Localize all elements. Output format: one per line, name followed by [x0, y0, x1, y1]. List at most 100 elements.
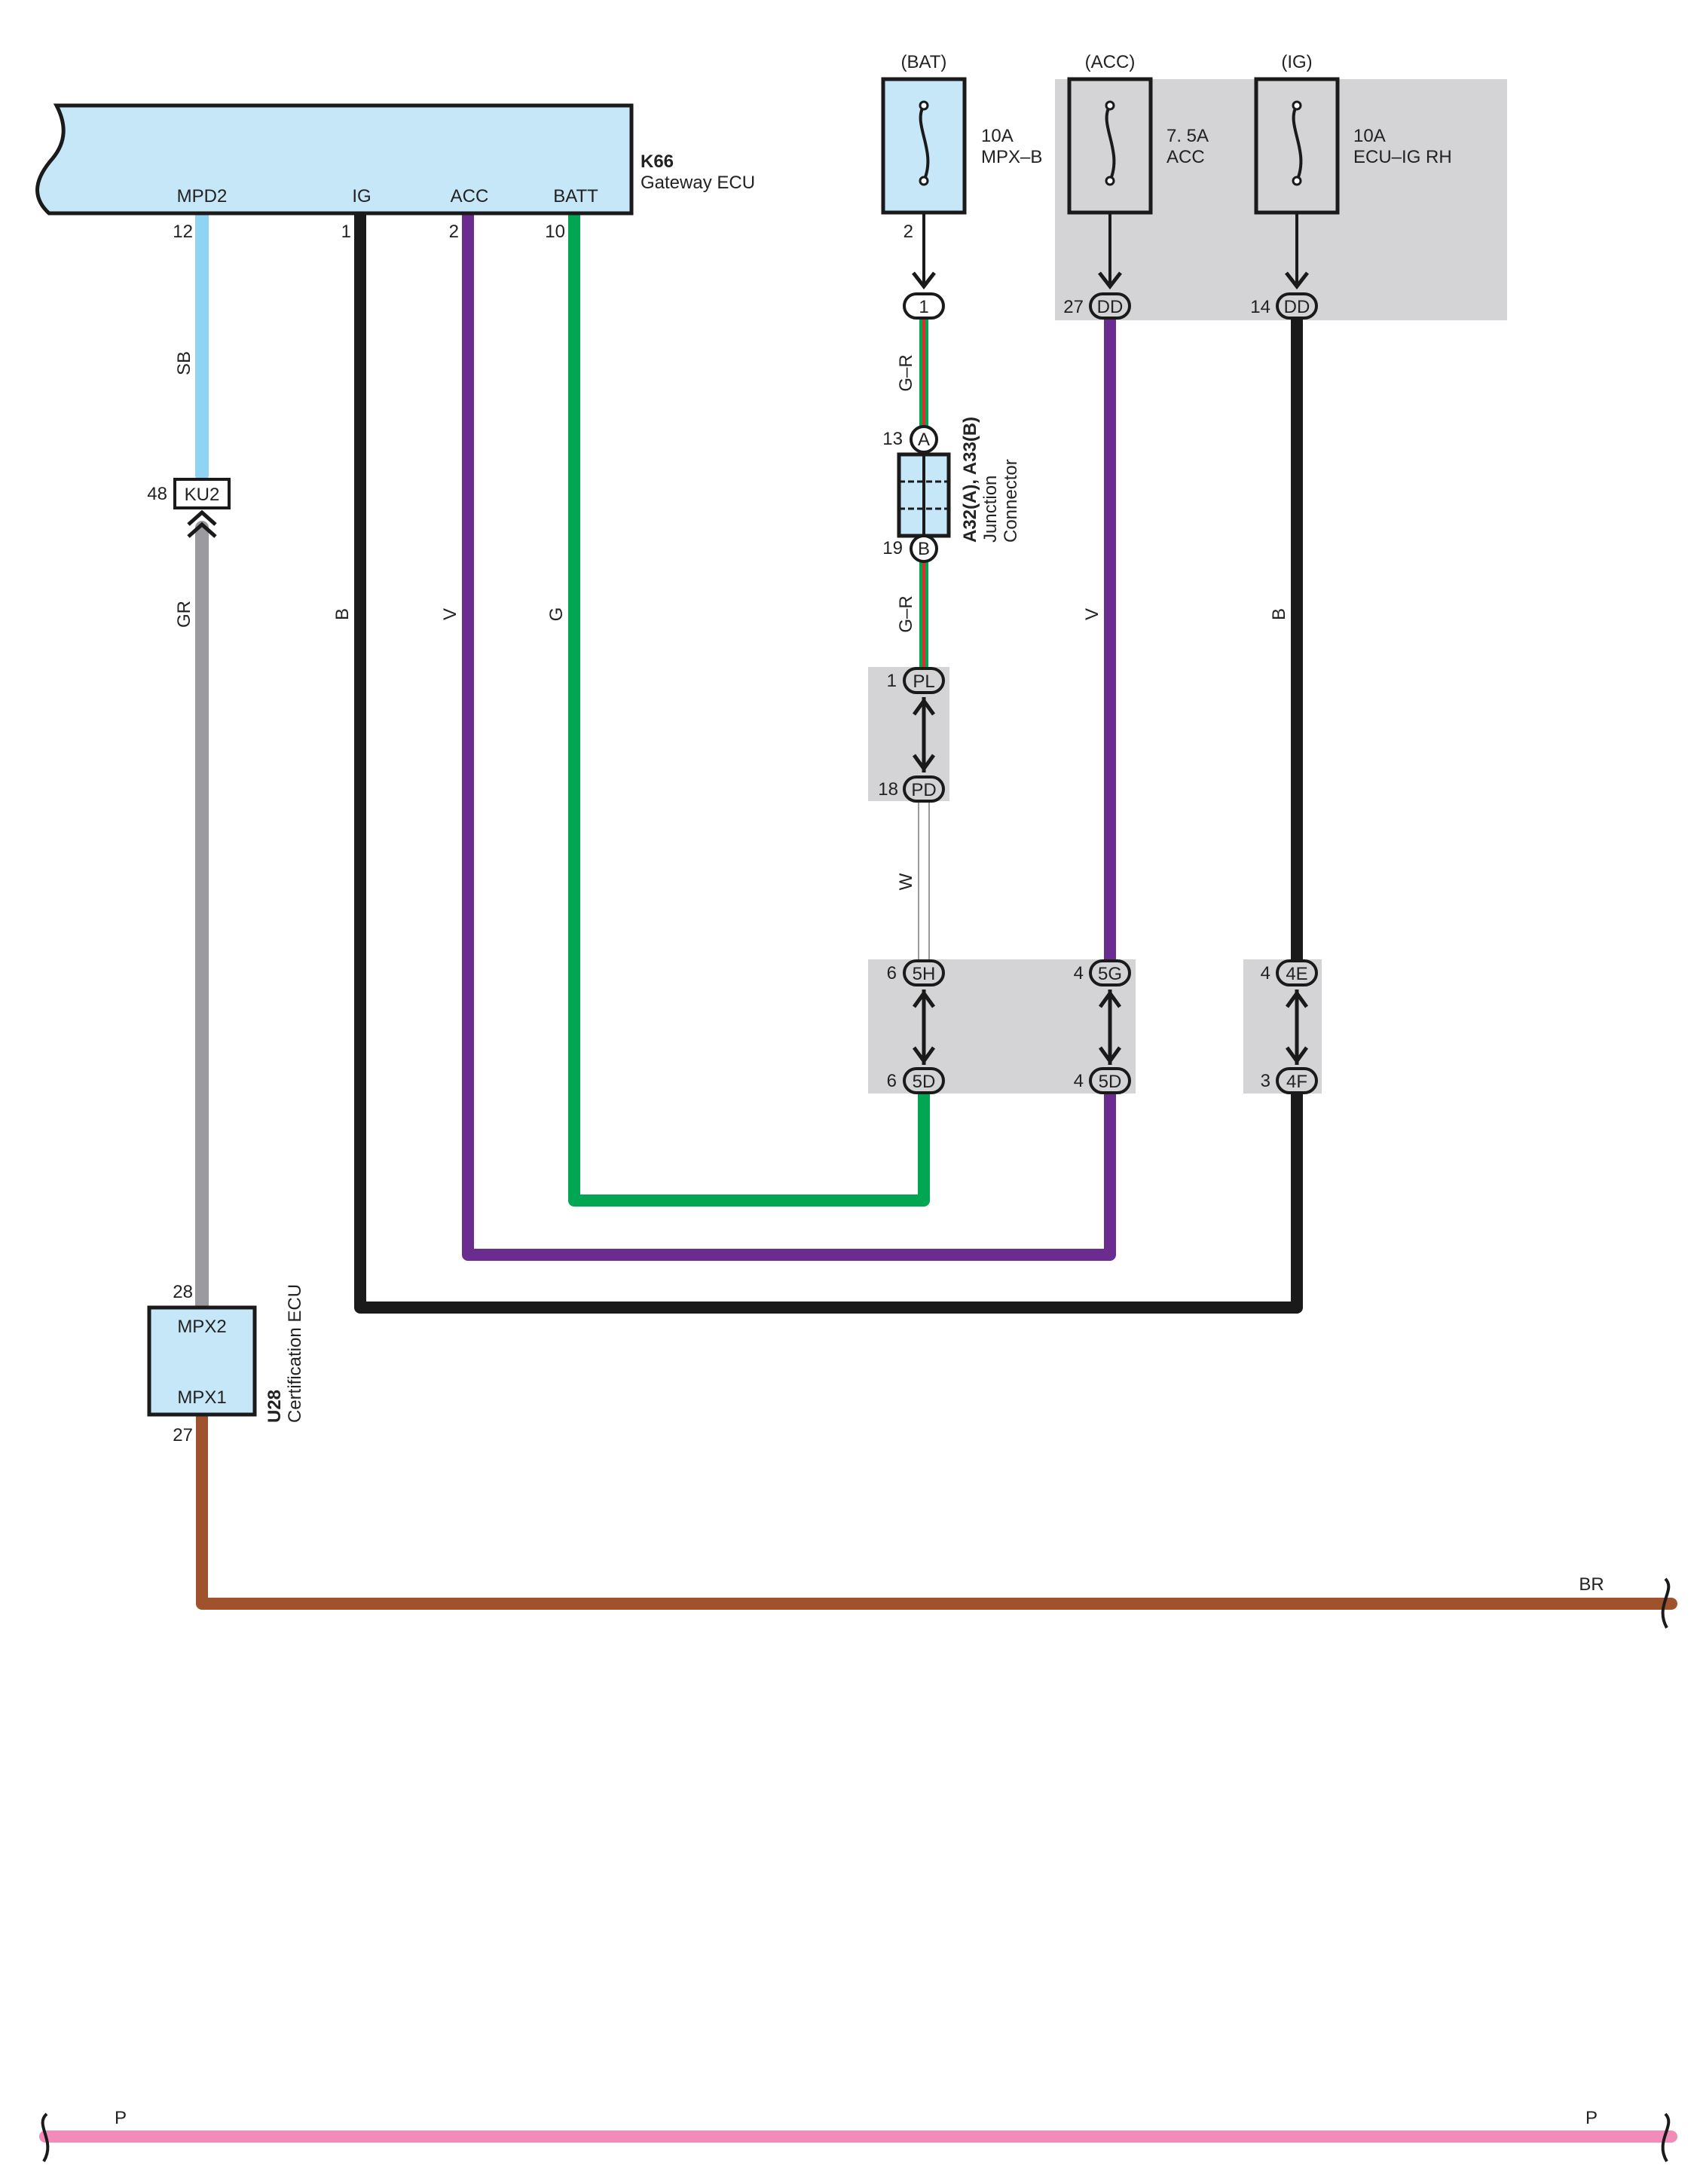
fuse-bat-arrowhead	[912, 271, 936, 290]
conn-ku2-chevron-1	[187, 509, 217, 526]
conn-pd-pin: 18	[878, 779, 898, 800]
gateway-ecu-name: Gateway ECU	[641, 173, 755, 193]
junction-top-pin: 13	[882, 429, 903, 449]
conn-pl-arrow-up	[912, 697, 936, 716]
fuse-bat-body	[881, 77, 967, 215]
fuse-ig-arrowhead	[1285, 271, 1309, 290]
wire-label-gr: GR	[174, 601, 194, 628]
fuse-bat-amp: 10A	[981, 126, 1014, 146]
conn-dd-ig-label: DD	[1284, 297, 1310, 317]
conn-ku2-label: KU2	[185, 485, 220, 505]
conn-5d-right-arrow-down	[1098, 1046, 1122, 1065]
conn-1-label: 1	[919, 297, 928, 317]
conn-pd-arrow-down	[912, 754, 936, 772]
wire-label-br: BR	[1579, 1574, 1604, 1595]
cert-ecu-id: U28	[264, 1390, 285, 1423]
cert-ecu-pin-bottom: 27	[173, 1425, 193, 1445]
conn-4f-label: 4F	[1286, 1072, 1307, 1092]
junction-connector: 13 A 19 B A32(A), A33(B) Junction Connec…	[882, 417, 1021, 563]
wire-label-b-left: B	[332, 608, 353, 620]
br-break-right	[1661, 1577, 1671, 1629]
conn-5d-right-pin: 4	[1074, 1071, 1084, 1091]
gateway-pin-name-batt: BATT	[553, 186, 598, 206]
wire-label-g-r-top: G–R	[896, 354, 916, 391]
conn-5g-body	[1089, 959, 1131, 986]
wire-color-labels: SB GR B V G G–R G–R W V B BR P P	[115, 351, 1604, 2128]
gateway-ecu-body	[35, 103, 634, 216]
conn-dd-ig-pin: 14	[1250, 297, 1270, 317]
conn-4e-arrow-up	[1285, 990, 1309, 1008]
wire-v	[462, 209, 1116, 1261]
conn-5g-5d: 4 5G 4 5D	[1074, 959, 1131, 1094]
fuse-acc: (ACC) 7. 5A ACC	[1067, 52, 1209, 215]
cert-ecu-pin-top: 28	[173, 1282, 193, 1302]
conn-5d-right-label: 5D	[1099, 1072, 1122, 1092]
cert-ecu-pin-bottom-name: MPX1	[177, 1387, 226, 1408]
conn-4e-label: 4E	[1286, 964, 1307, 984]
fuse-ig-symbol	[1292, 104, 1303, 182]
wire-label-v-right: V	[1082, 608, 1102, 620]
fuse-bat-source: (BAT)	[901, 52, 947, 72]
conn-4f-body	[1276, 1067, 1318, 1094]
fuse-acc-arrowhead	[1098, 271, 1122, 290]
conn-ku2-pin: 48	[147, 484, 167, 504]
fuse-ig-terminal-bottom	[1292, 176, 1302, 186]
conn-5h-pin: 6	[887, 963, 897, 983]
junction-top-terminal	[910, 425, 938, 454]
conn-dd-acc-body	[1089, 292, 1131, 320]
conn-dd-acc: 27 DD	[1063, 292, 1131, 320]
conn-5h-5d: 6 5H 6 5D	[887, 959, 945, 1094]
conn-4e-pin: 4	[1261, 963, 1270, 983]
fuse-ig-amp: 10A	[1353, 126, 1386, 146]
gateway-pin-name-ig: IG	[352, 186, 371, 206]
conn-4f-pin: 3	[1261, 1071, 1270, 1091]
fuse-bat-terminal-bottom	[919, 176, 929, 186]
gateway-pin-num-2: 2	[449, 222, 459, 242]
conn-5d-left-label: 5D	[913, 1072, 936, 1092]
conn-pl-body	[903, 667, 945, 694]
cert-ecu-pin-top-name: MPX2	[177, 1317, 226, 1337]
conn-5g-arrow-up	[1098, 990, 1122, 1008]
fuse-bat-pin: 2	[904, 222, 913, 242]
wire-br	[196, 1411, 1677, 1610]
fuse-acc-body	[1067, 77, 1153, 215]
fuse-bat-terminal-top	[919, 100, 929, 111]
gateway-pin-num-12: 12	[173, 222, 193, 242]
wire-break-symbols	[41, 1577, 1671, 2163]
conn-5g-label: 5G	[1098, 964, 1122, 984]
conn-5h-body	[903, 959, 945, 986]
gateway-ecu-id: K66	[641, 151, 674, 172]
conn-pl-label: PL	[913, 671, 934, 692]
fuse-acc-terminal-top	[1105, 100, 1115, 111]
wire-g	[568, 209, 930, 1207]
fuse-ig-name: ECU–IG RH	[1353, 147, 1452, 167]
certification-ecu: 28 MPX2 MPX1 27 U28 Certification ECU	[147, 1282, 305, 1445]
conn-dd-acc-pin: 27	[1063, 297, 1084, 317]
fuse-ig-terminal-top	[1292, 100, 1302, 111]
conn-4e-body	[1276, 959, 1318, 986]
conn-4e-4f: 4 4E 3 4F	[1261, 959, 1318, 1094]
wire-label-p-right: P	[1585, 2108, 1598, 2128]
wire-label-g-r-bottom: G–R	[896, 595, 916, 632]
junction-line2: Connector	[1001, 459, 1021, 543]
junction-bottom-terminal	[910, 534, 938, 563]
conn-ku2: 48 KU2	[147, 478, 231, 538]
wires	[39, 208, 1677, 2143]
junction-line1: Junction	[980, 476, 1001, 543]
conn-5g-pin: 4	[1074, 963, 1084, 983]
conn-5d-right-body	[1089, 1067, 1131, 1094]
wire-b	[354, 209, 1303, 1314]
fuse-ig-source: (IG)	[1281, 52, 1312, 72]
fuse-ig: (IG) 10A ECU–IG RH	[1254, 52, 1452, 215]
gateway-pin-num-1: 1	[341, 222, 351, 242]
fuse-arrowheads	[912, 271, 1309, 290]
junction-bottom-pin: 19	[882, 538, 903, 558]
conn-ku2-chevron-2	[187, 522, 217, 538]
fuse-acc-name: ACC	[1166, 147, 1205, 167]
conn-5d-left-body	[903, 1067, 945, 1094]
p-break-left	[41, 2112, 50, 2163]
fuse-bat: (BAT) 10A MPX–B 2	[881, 52, 1042, 242]
conn-pl-pd: 1 PL 18 PD	[878, 667, 945, 803]
gateway-pin-name-mpd2: MPD2	[177, 186, 228, 206]
